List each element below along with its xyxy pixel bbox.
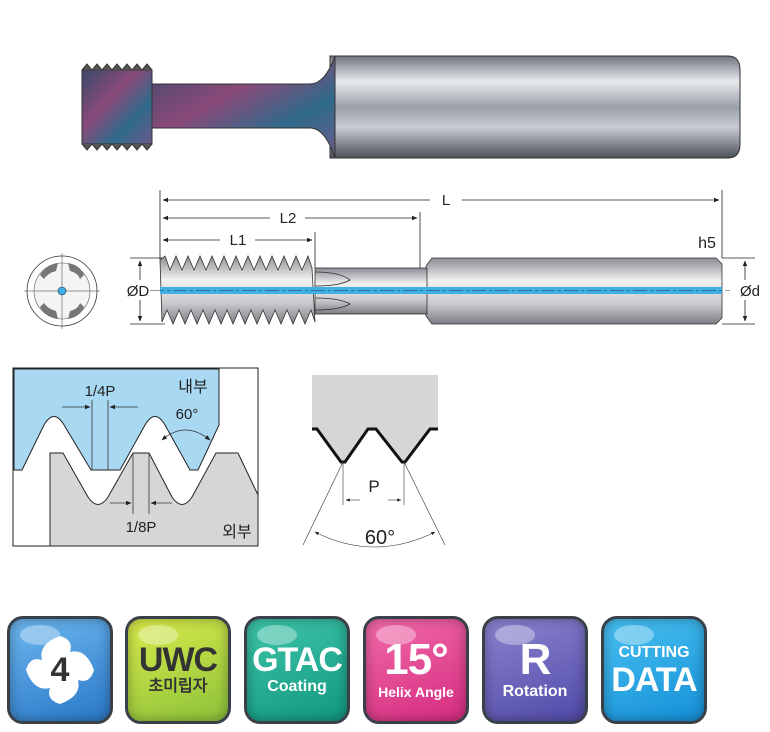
- thread-profile-diagram: 1/4P 1/8P 내부 외부 60°: [12, 367, 259, 547]
- dim-L2: L2: [280, 210, 297, 227]
- badge-coating-sub: Coating: [267, 678, 327, 695]
- badge-helix-sub: Helix Angle: [378, 684, 454, 700]
- tool-end-view: [24, 253, 100, 329]
- coolant-hole: [160, 287, 722, 294]
- thread-teeth: [81, 63, 153, 151]
- crest-width-internal: 1/4P: [85, 383, 116, 400]
- badge-coating-main: GTAC: [252, 641, 343, 679]
- tool-photo: [81, 55, 741, 159]
- badge-helix-main: 15°: [384, 635, 449, 684]
- dim-L: L: [442, 192, 450, 209]
- dim-thread-diameter: ØD: [127, 283, 150, 300]
- badge-rotation-main: R: [519, 635, 552, 684]
- shank-tolerance: h5: [698, 235, 716, 252]
- tool-drawings: L L2 L1 h5 ØD Ød 1/4P 1/8: [12, 55, 760, 549]
- flute-count: 4: [50, 650, 70, 689]
- tooth-profile-diagram: P 60°: [302, 375, 446, 549]
- external-label: 외부: [222, 523, 251, 541]
- thread-angle: 60°: [176, 406, 199, 423]
- badge-coating: GTAC Coating: [244, 616, 350, 724]
- badge-cutting-sub: CUTTING: [618, 644, 690, 661]
- badge-uwc: UWC 초미립자: [125, 616, 231, 724]
- badge-cutting-main: DATA: [611, 661, 697, 699]
- dim-L1: L1: [230, 232, 247, 249]
- badge-rotation: R Rotation: [482, 616, 588, 724]
- four-flute-icon: [26, 636, 94, 704]
- badge-helix: 15° Helix Angle: [363, 616, 469, 724]
- crest-width-external: 1/8P: [126, 519, 157, 536]
- badge-uwc-main: UWC: [138, 641, 218, 679]
- badge-cutting-data[interactable]: CUTTING DATA: [601, 616, 707, 724]
- dim-shank-diameter: Ød: [740, 283, 760, 300]
- badge-rotation-sub: Rotation: [502, 683, 568, 700]
- badge-uwc-sub: 초미립자: [148, 678, 208, 695]
- badge-flutes: 4: [7, 616, 113, 724]
- internal-label: 내부: [178, 378, 207, 396]
- tooth-angle: 60°: [365, 527, 395, 549]
- pitch-label: P: [368, 477, 379, 496]
